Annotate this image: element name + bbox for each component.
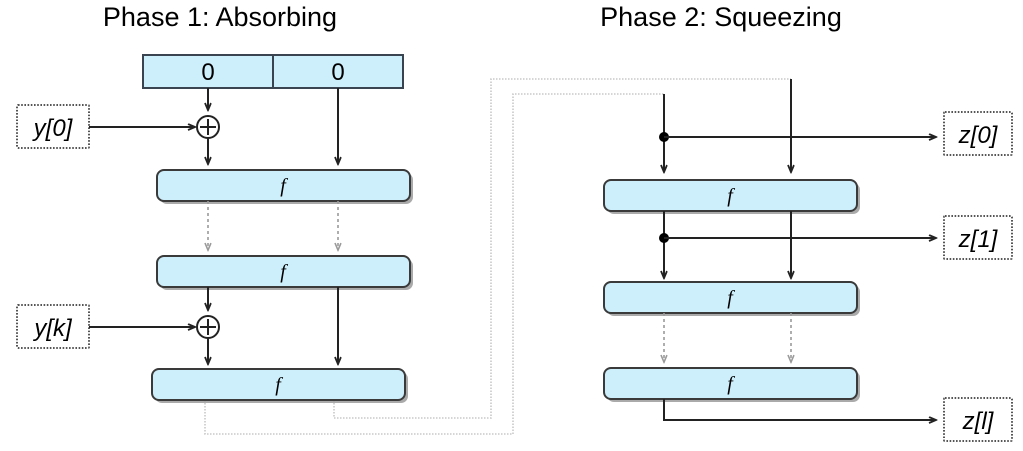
phase1-title: Phase 1: Absorbing <box>103 2 337 32</box>
absorbing-f3-label: f <box>275 374 283 396</box>
output-box-zl[interactable]: z[l] <box>943 397 1013 442</box>
absorbing-f-block-3: f <box>151 368 408 403</box>
squeezing-f1-rect <box>603 179 858 212</box>
input-y0-rect[interactable] <box>16 104 90 149</box>
output-box-z0[interactable]: z[0] <box>943 111 1013 156</box>
input-y0-label: y[0] <box>32 115 74 142</box>
feedback-path-outer <box>204 93 664 435</box>
feedback-path-inner <box>333 78 791 419</box>
initial-rate-value: 0 <box>201 59 214 86</box>
initial-capacity-value: 0 <box>331 59 344 86</box>
initial-state-bar: 0 0 <box>142 54 404 89</box>
arrow-f3-to-zl <box>663 399 936 420</box>
squeezing-f-block-2: f <box>603 281 860 316</box>
absorbing-f1-rect <box>156 169 411 202</box>
output-z1-label: z[1] <box>958 226 999 253</box>
xor-gate-1 <box>196 115 220 139</box>
absorbing-f2-rect <box>156 255 411 288</box>
xor-gate-2 <box>196 315 220 339</box>
input-box-y0[interactable]: y[0] <box>16 104 90 149</box>
squeezing-f-block-3: f <box>603 367 860 402</box>
output-z1-rect[interactable] <box>943 215 1013 260</box>
squeezing-f3-label: f <box>727 373 735 395</box>
squeezing-f1-label: f <box>727 185 735 207</box>
squeezing-f-block-1: f <box>603 179 860 214</box>
absorbing-f-block-1: f <box>156 169 413 204</box>
output-box-z1[interactable]: z[1] <box>943 215 1013 260</box>
squeezing-f2-label: f <box>727 287 735 309</box>
output-z0-label: z[0] <box>958 122 999 149</box>
output-zl-rect[interactable] <box>943 397 1013 442</box>
input-yk-label: y[k] <box>32 315 73 342</box>
input-box-yk[interactable]: y[k] <box>16 304 90 349</box>
absorbing-f-block-2: f <box>156 255 413 290</box>
absorbing-f1-label: f <box>280 175 288 197</box>
output-z0-rect[interactable] <box>943 111 1013 156</box>
output-zl-label: z[l] <box>962 408 995 435</box>
input-yk-rect[interactable] <box>16 304 90 349</box>
phase2-title: Phase 2: Squeezing <box>600 2 842 32</box>
squeezing-f3-rect <box>603 367 858 400</box>
squeezing-f2-rect <box>603 281 858 314</box>
absorbing-f3-rect <box>151 368 406 401</box>
absorbing-f2-label: f <box>280 261 288 283</box>
